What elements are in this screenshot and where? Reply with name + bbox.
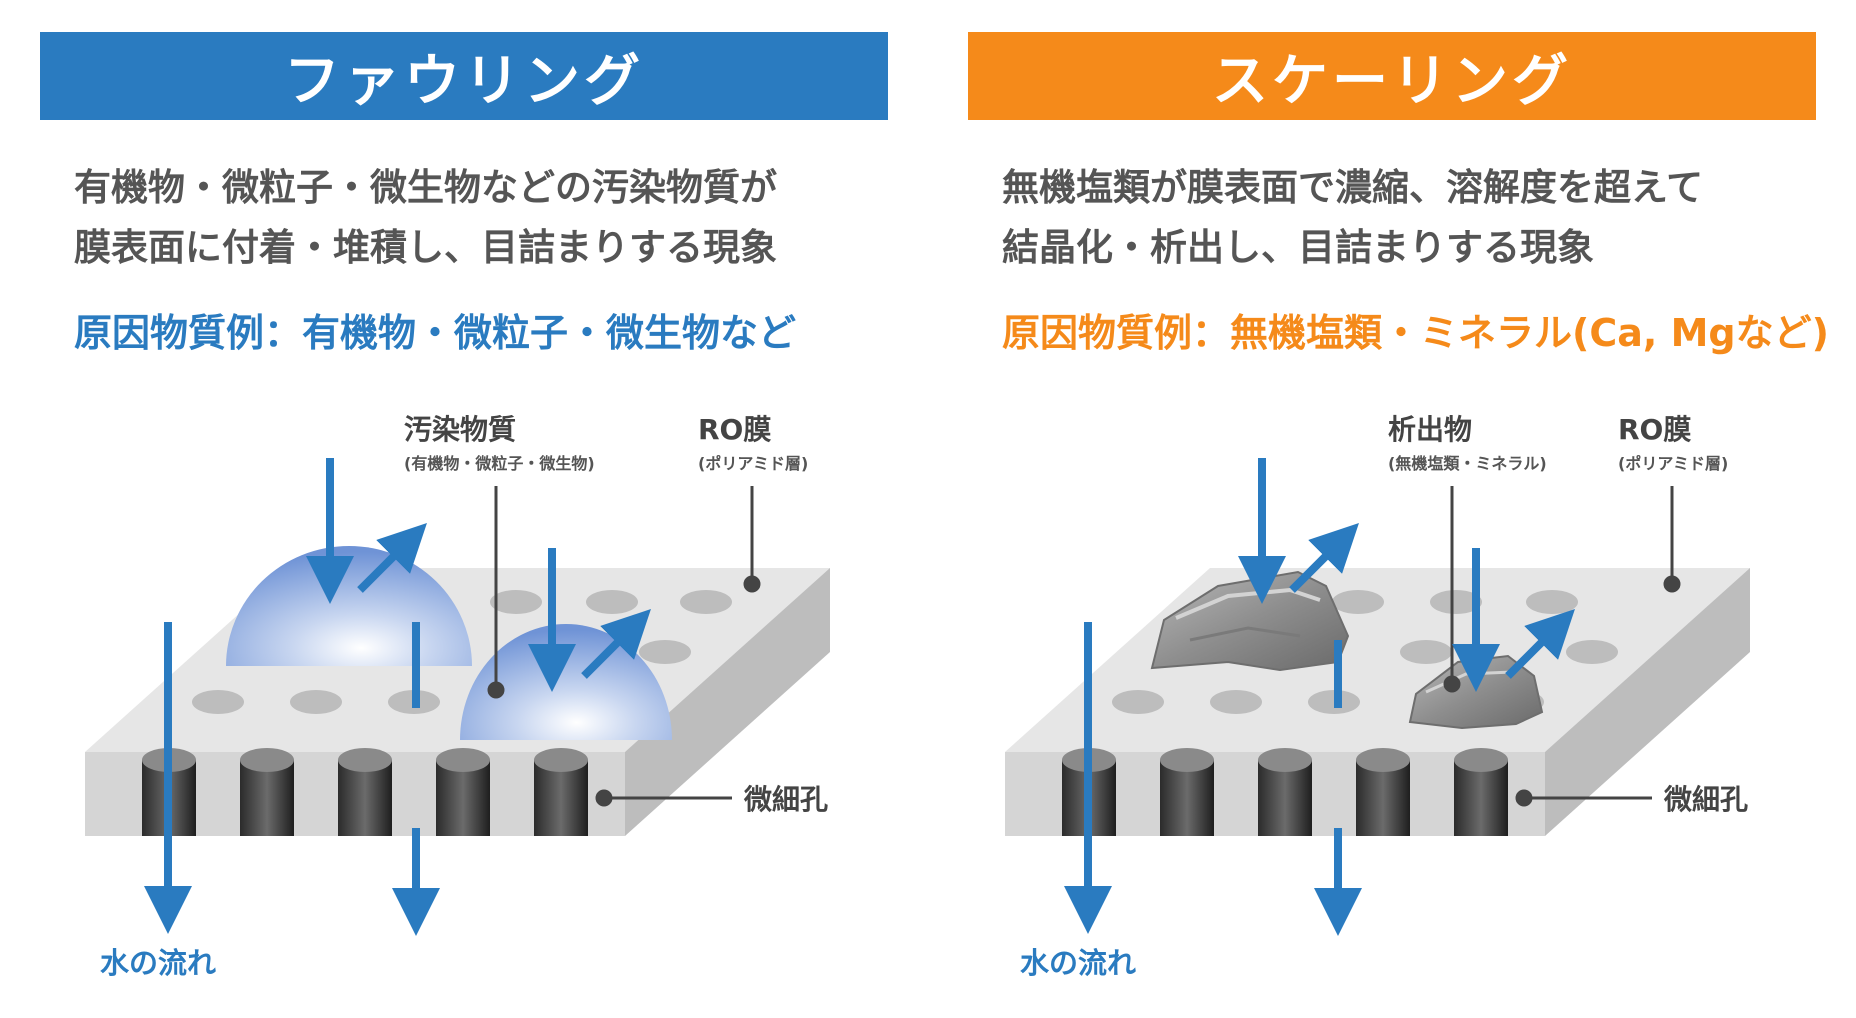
fouling-description-line2: 膜表面に付着・堆積し、目詰まりする現象 bbox=[74, 226, 777, 269]
surface-pore bbox=[1210, 690, 1262, 714]
membrane-side-surface bbox=[625, 568, 830, 836]
fouling-description-line1: 有機物・微粒子・微生物などの汚染物質が bbox=[74, 166, 777, 209]
surface-pore bbox=[290, 690, 342, 714]
fouling-panel: ファウリング 有機物・微粒子・微生物などの汚染物質が 膜表面に付着・堆積し、目詰… bbox=[40, 32, 894, 980]
water-flow-arrows bbox=[144, 458, 651, 936]
surface-pore bbox=[680, 590, 732, 614]
scaling-description: 無機塩類が膜表面で濃縮、溶解度を超えて 結晶化・析出し、目詰まりする現象 bbox=[1002, 158, 1822, 278]
membrane-side-surface bbox=[1545, 568, 1750, 836]
scaling-deposit-label: 析出物 bbox=[1388, 413, 1473, 446]
fouling-title: ファウリング bbox=[40, 32, 888, 120]
scaling-membrane-sublabel: (ポリアミド層) bbox=[1618, 454, 1729, 473]
fouling-membrane-label: RO膜 bbox=[698, 413, 772, 446]
fouling-diagram bbox=[85, 458, 830, 936]
fouling-membrane-sublabel: (ポリアミド層) bbox=[698, 454, 809, 473]
scaling-pore-label: 微細孔 bbox=[1664, 783, 1749, 816]
front-pores bbox=[142, 748, 588, 836]
scaling-panel: スケーリング 無機塩類が膜表面で濃縮、溶解度を超えて 結晶化・析出し、目詰まりす… bbox=[928, 0, 1856, 1018]
arrow-deflect bbox=[1505, 609, 1575, 679]
fouling-description: 有機物・微粒子・微生物などの汚染物質が 膜表面に付着・堆積し、目詰まりする現象 bbox=[74, 158, 894, 278]
surface-pore bbox=[192, 690, 244, 714]
surface-pore bbox=[490, 590, 542, 614]
surface-pore bbox=[1566, 640, 1618, 664]
leader-lines bbox=[487, 486, 761, 807]
rock-deposit-icon bbox=[1150, 570, 1350, 672]
surface-pore bbox=[1400, 640, 1452, 664]
scaling-description-line2: 結晶化・析出し、目詰まりする現象 bbox=[1002, 226, 1594, 269]
surface-pore bbox=[1430, 590, 1482, 614]
arrow-deflect bbox=[581, 609, 651, 679]
surface-pore bbox=[586, 590, 638, 614]
fouling-flow-label: 水の流れ bbox=[100, 946, 217, 980]
water-flow-arrows bbox=[1064, 458, 1575, 936]
surface-pore bbox=[639, 640, 691, 664]
dome-deposit-icon bbox=[226, 546, 472, 666]
surface-pore bbox=[1112, 690, 1164, 714]
fouling-deposit-label: 汚染物質 bbox=[404, 413, 517, 446]
scaling-deposit-sublabel: (無機塩類・ミネラル) bbox=[1388, 454, 1547, 473]
arrow-deflect bbox=[1289, 523, 1359, 593]
arrow-deflect bbox=[357, 523, 427, 593]
front-pores bbox=[1062, 748, 1508, 836]
scaling-membrane-label: RO膜 bbox=[1618, 413, 1692, 446]
surface-pores bbox=[192, 590, 732, 714]
scaling-cause: 原因物質例：無機塩類・ミネラル(Ca, Mgなど) bbox=[1002, 311, 1829, 355]
scaling-description-line1: 無機塩類が膜表面で濃縮、溶解度を超えて bbox=[1002, 166, 1704, 209]
scaling-flow-label: 水の流れ bbox=[1020, 946, 1137, 980]
fouling-pore-label: 微細孔 bbox=[744, 783, 829, 816]
fouling-cause: 原因物質例：有機物・微粒子・微生物など bbox=[74, 311, 797, 355]
scaling-diagram bbox=[1005, 458, 1750, 936]
surface-pore bbox=[1526, 590, 1578, 614]
fouling-deposit-sublabel: (有機物・微粒子・微生物) bbox=[404, 454, 595, 473]
scaling-title: スケーリング bbox=[968, 32, 1816, 120]
surface-pore bbox=[1332, 590, 1384, 614]
